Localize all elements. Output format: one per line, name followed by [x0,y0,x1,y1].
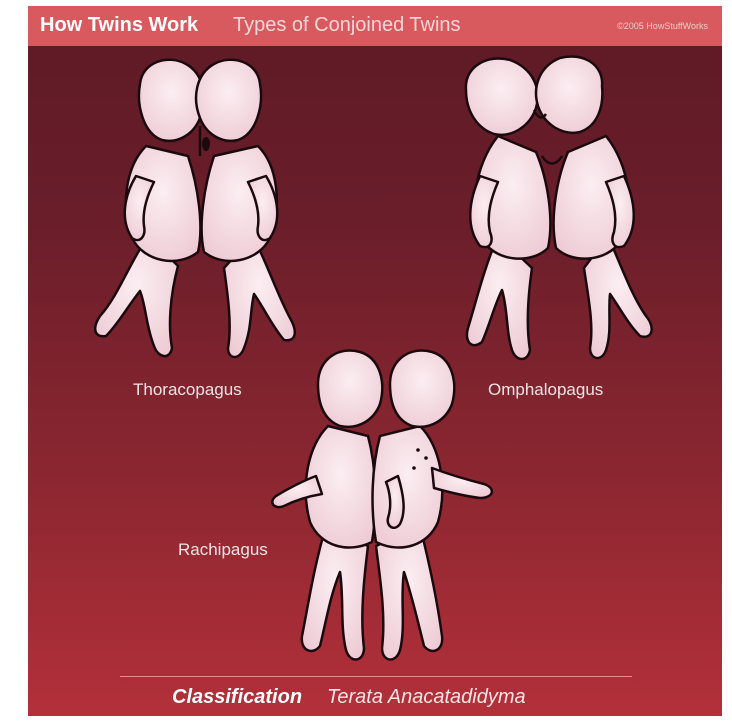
rachipagus-twins-illustration [272,350,492,659]
thoracopagus-label: Thoracopagus [133,380,242,400]
infographic-panel: How Twins Work Types of Conjoined Twins … [28,6,722,716]
twins-artwork [28,6,722,716]
rachipagus-label: Rachipagus [178,540,268,560]
footer-classification: Classification [172,686,302,709]
omphalopagus-twins-illustration [466,56,652,359]
omphalopagus-label: Omphalopagus [488,380,603,400]
footer-taxon: Terata Anacatadidyma [327,686,526,709]
footer-divider [120,676,632,677]
thoracopagus-twins-illustration [95,60,295,357]
